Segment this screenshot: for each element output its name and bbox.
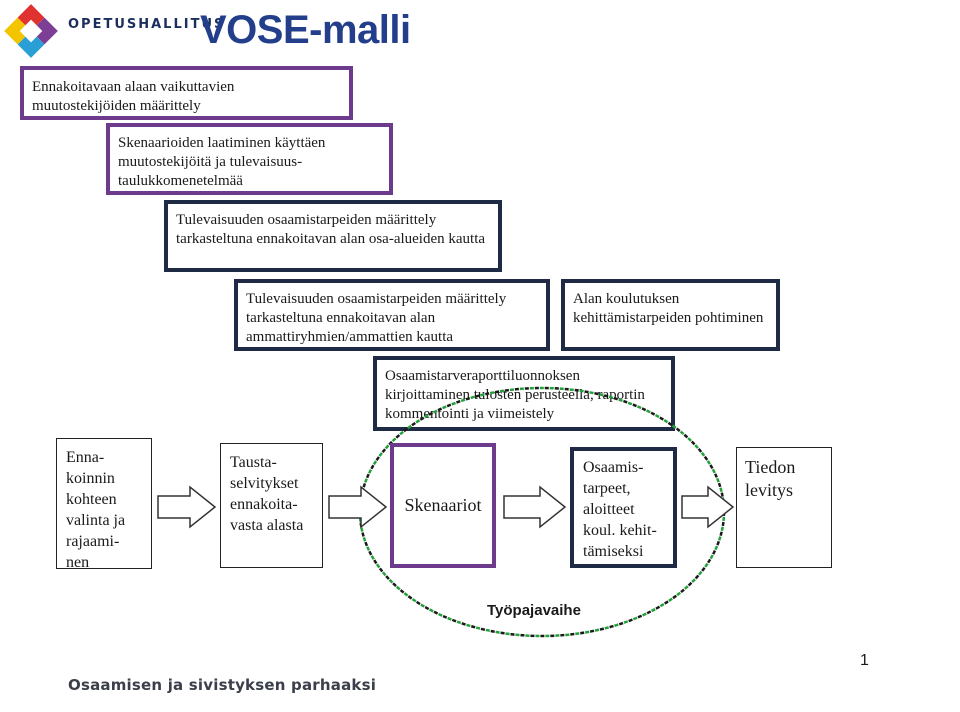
arrow-right-icon [681,485,735,529]
step-box-5: Alan koulutuksen kehittämistarpeiden poh… [561,279,780,351]
flow-box-target-selection: Enna-koinnin kohteen valinta ja rajaami-… [56,438,152,571]
step-2-text: Skenaarioiden laatiminen käyttäen muutos… [118,135,326,189]
workshop-label: Työpajavaihe [487,602,581,619]
arrow-right-icon [328,485,388,529]
page-title: VOSE-malli [200,8,411,52]
flow-2-text: Tausta-selvitykset ennakoita-vasta alast… [230,454,304,534]
step-box-2: Skenaarioiden laatiminen käyttäen muutos… [106,123,393,195]
step-5-text: Alan koulutuksen kehittämistarpeiden poh… [573,291,764,326]
flow-1-text: Enna-koinnin kohteen valinta ja rajaami-… [66,449,126,571]
flow-box-competence-needs: Osaamis-tarpeet, aloitteet koul. kehit-t… [570,447,677,568]
step-6-text: Osaamistarveraporttiluonnoksen kirjoitta… [385,368,645,422]
flow-box-background-studies: Tausta-selvitykset ennakoita-vasta alast… [220,443,323,568]
step-1-text: Ennakoitavaan alaan vaikuttavien muutost… [32,79,235,114]
step-box-3: Tulevaisuuden osaamistarpeiden määrittel… [164,200,502,272]
flow-box-dissemination: Tiedon levitys [736,447,832,568]
flow-4-text: Osaamis-tarpeet, aloitteet koul. kehit-t… [583,459,657,560]
arrow-right-icon [157,485,217,529]
brand-name: OPETUSHALLITUS [68,17,226,32]
flow-box-scenarios: Skenaariot [390,443,496,568]
opetushallitus-logo-icon [4,4,58,58]
flow-3-text: Skenaariot [404,495,482,515]
step-box-1: Ennakoitavaan alaan vaikuttavien muutost… [20,66,353,120]
footer-slogan: Osaamisen ja sivistyksen parhaaksi [68,676,377,694]
step-4-text: Tulevaisuuden osaamistarpeiden määrittel… [246,291,507,345]
step-3-text: Tulevaisuuden osaamistarpeiden määrittel… [176,212,486,247]
flow-5-text: Tiedon levitys [745,457,796,500]
step-box-4: Tulevaisuuden osaamistarpeiden määrittel… [234,279,550,351]
page-number: 1 [860,652,869,669]
arrow-right-icon [503,485,567,529]
